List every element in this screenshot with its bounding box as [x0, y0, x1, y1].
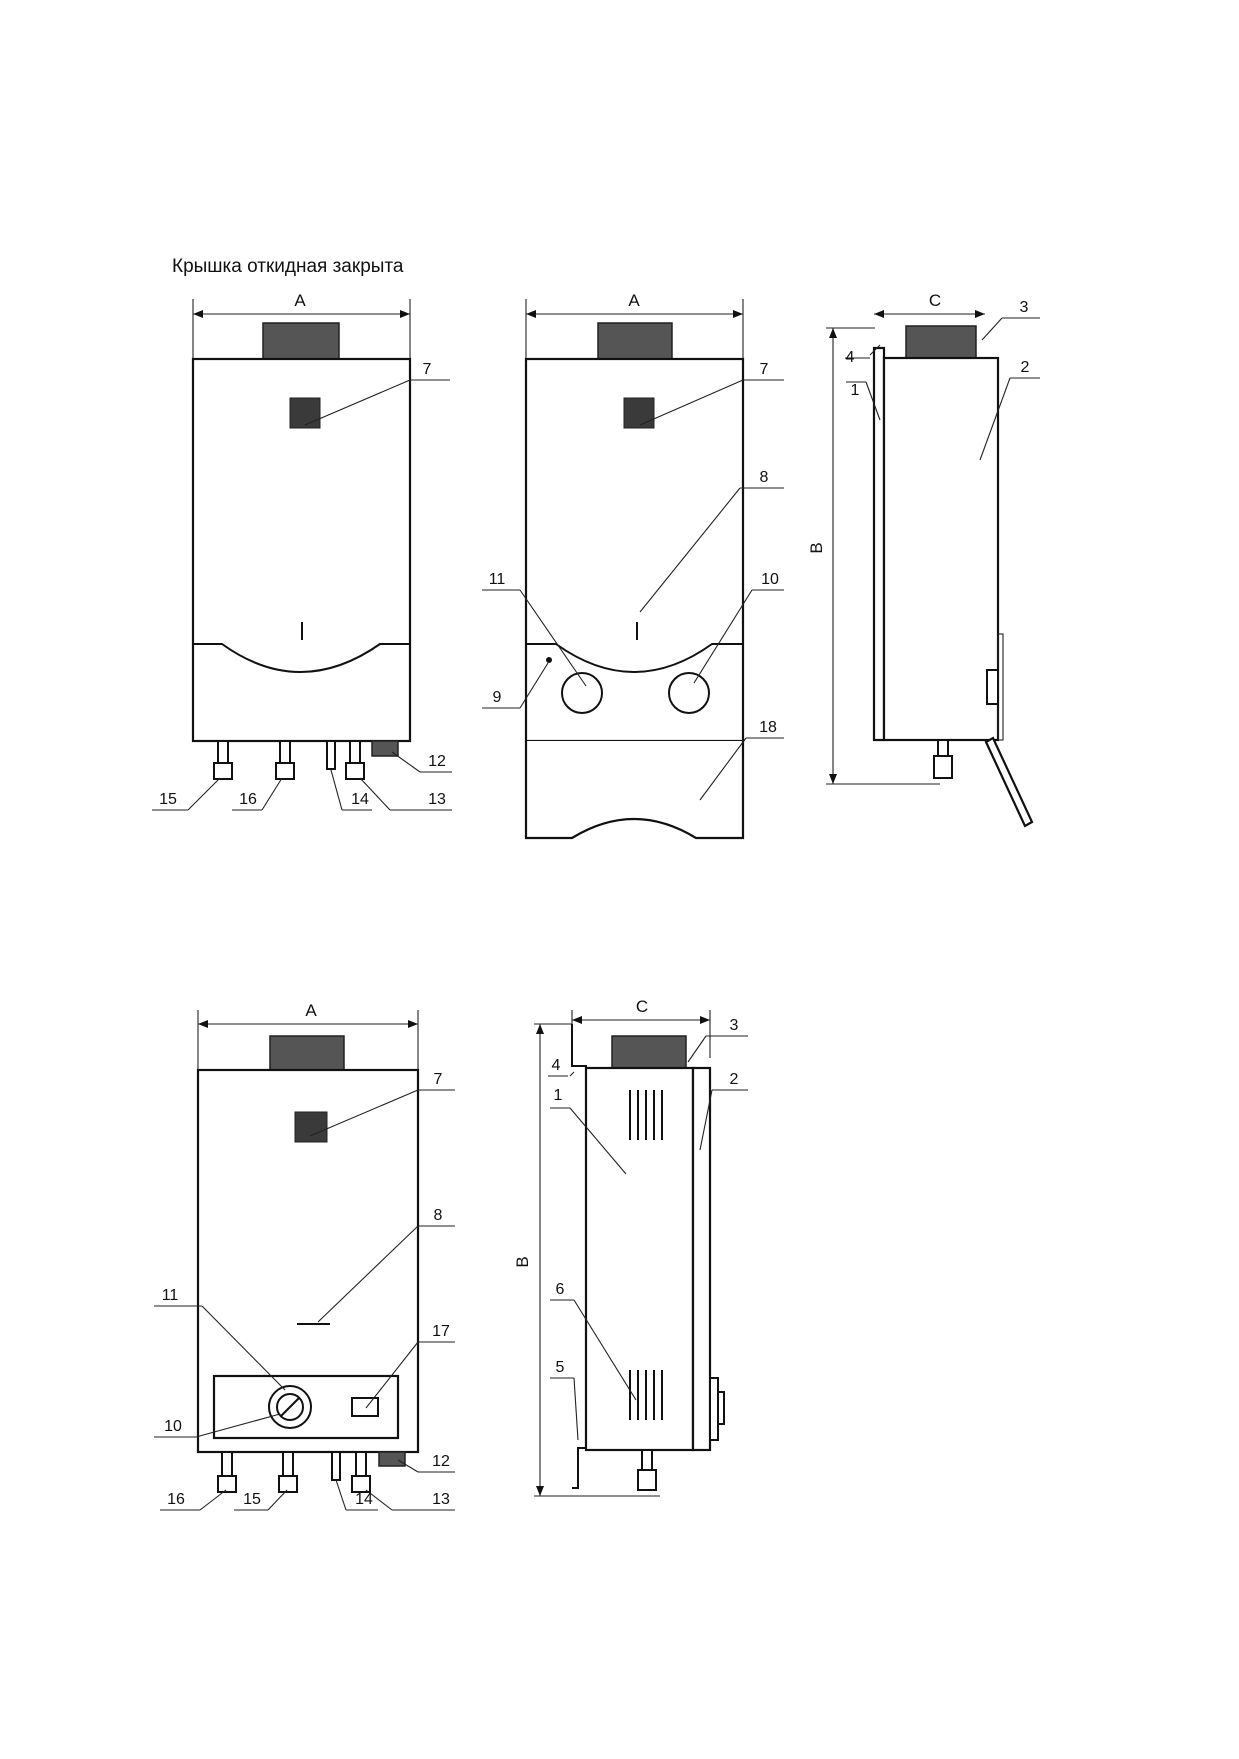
viewing-window [289, 397, 321, 429]
pipe-14 [326, 740, 336, 770]
flue-outlet [262, 322, 340, 360]
open-lid-side [984, 736, 1034, 828]
flue-outlet [611, 1035, 687, 1069]
dimension-label-a: A [294, 291, 306, 310]
callout-9: 9 [493, 689, 502, 706]
dimension-label-a: A [305, 1001, 317, 1020]
view-side-1: C B 3 4 1 2 [807, 291, 1040, 828]
wall-bracket [571, 1024, 587, 1489]
callout-7: 7 [760, 361, 769, 378]
dimension-label-b: B [807, 542, 826, 553]
callout-3: 3 [730, 1017, 739, 1034]
heater-side [882, 356, 1000, 742]
dimension-label-c: C [929, 291, 941, 310]
side-pipe [637, 1469, 657, 1491]
callout-13: 13 [432, 1491, 450, 1508]
callout-12: 12 [432, 1453, 450, 1470]
view-front-closed: A 7 12 13 14 15 16 [152, 291, 452, 811]
callout-4: 4 [552, 1057, 561, 1074]
indicator-9 [546, 657, 552, 663]
callout-10: 10 [164, 1418, 182, 1435]
callout-1: 1 [554, 1087, 563, 1104]
dimension-label-c: C [636, 997, 648, 1016]
knob-10 [668, 672, 710, 714]
callout-8: 8 [760, 469, 769, 486]
lid-curve [193, 643, 410, 673]
callout-16: 16 [167, 1491, 185, 1508]
callout-10: 10 [761, 571, 779, 588]
callout-12: 12 [428, 753, 446, 770]
callout-6: 6 [556, 1281, 565, 1298]
pipe-14 [331, 1451, 341, 1481]
callout-15: 15 [159, 791, 177, 808]
callout-16: 16 [239, 791, 257, 808]
vent-top [629, 1090, 663, 1140]
pipe-15 [213, 762, 233, 780]
dimension-label-b: B [513, 1256, 532, 1267]
callout-2: 2 [730, 1071, 739, 1088]
side-pipe [933, 755, 953, 779]
callout-7: 7 [434, 1071, 443, 1088]
callout-7: 7 [423, 361, 432, 378]
callout-14: 14 [351, 791, 369, 808]
view-front-2: A 7 8 10 11 12 13 14 15 16 1 [154, 1001, 455, 1511]
callout-1: 1 [851, 382, 860, 399]
viewing-window [623, 397, 655, 429]
part-12 [371, 740, 399, 757]
flue-outlet [905, 325, 977, 359]
callout-15: 15 [243, 1491, 261, 1508]
callout-4: 4 [846, 349, 855, 366]
panel-curve [526, 643, 743, 673]
callout-11: 11 [489, 571, 506, 588]
callout-17: 17 [432, 1323, 450, 1340]
pipe-16 [217, 1475, 237, 1493]
viewing-window [294, 1111, 328, 1143]
callout-11: 11 [162, 1287, 179, 1304]
pipe-13 [345, 762, 365, 780]
dimension-label-a: A [628, 291, 640, 310]
view-front-open: A 7 8 9 10 11 18 [482, 291, 784, 840]
callout-2: 2 [1021, 359, 1030, 376]
callout-3: 3 [1020, 299, 1029, 316]
pipe-15 [278, 1475, 298, 1493]
pipe-16 [275, 762, 295, 780]
display-17 [351, 1397, 379, 1417]
callout-14: 14 [355, 1491, 373, 1508]
flue-outlet [597, 322, 673, 360]
open-lid [524, 741, 745, 840]
callout-13: 13 [428, 791, 446, 808]
heater-side [584, 1066, 695, 1452]
knob-11 [561, 672, 603, 714]
callout-5: 5 [556, 1359, 565, 1376]
flue-outlet [269, 1035, 345, 1071]
part-12 [378, 1451, 406, 1467]
caption-text: Крышка откидная закрыта [172, 256, 404, 277]
pipe-13 [351, 1475, 371, 1493]
vent-bottom [629, 1370, 663, 1420]
callout-18: 18 [759, 719, 777, 736]
callout-8: 8 [434, 1207, 443, 1224]
view-side-2: C B 3 2 [513, 997, 748, 1497]
